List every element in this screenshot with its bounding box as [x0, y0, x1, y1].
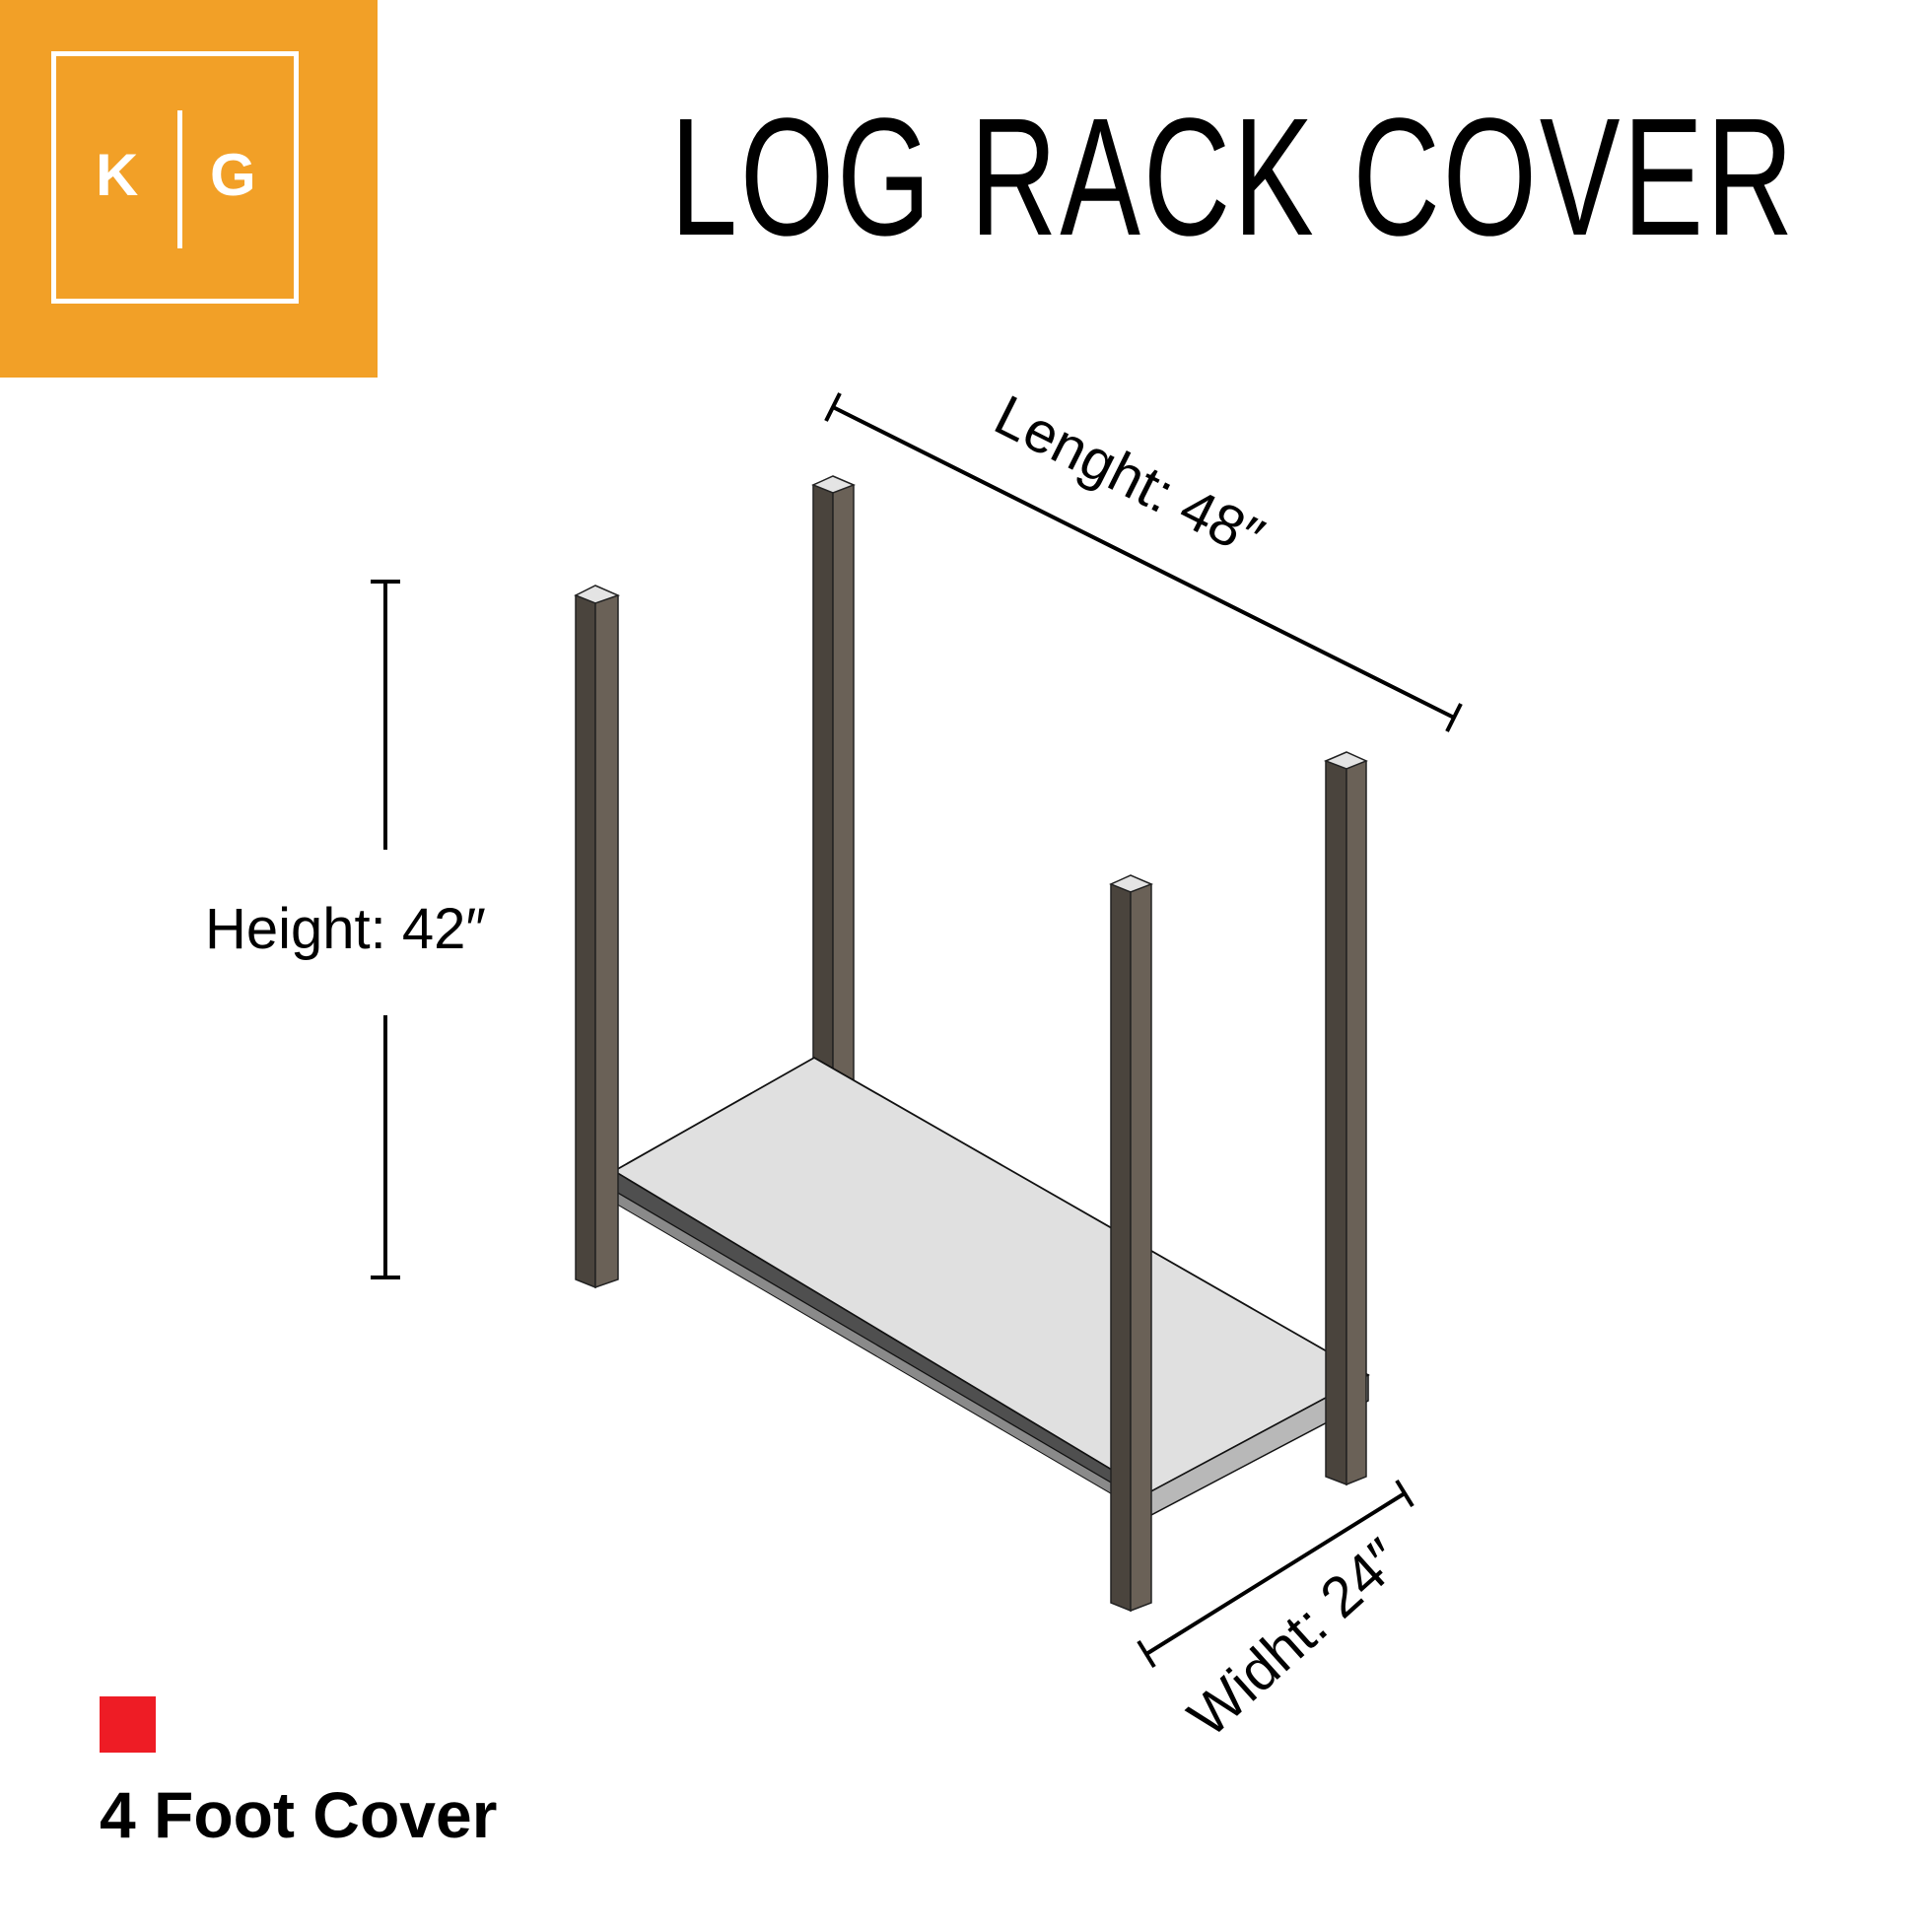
logo-letter-k: K — [96, 142, 139, 208]
legend-label: 4 Foot Cover — [100, 1778, 498, 1851]
post-back-left — [811, 475, 856, 1091]
post-back-right — [1324, 751, 1368, 1486]
shelf-top — [612, 1056, 1370, 1494]
width-dimension-line — [1137, 1479, 1414, 1669]
length-dimension-line — [824, 392, 1463, 732]
length-label: Lenght: 48″ — [985, 383, 1274, 571]
logo-letter-g: G — [210, 142, 256, 208]
logo-frame — [51, 51, 299, 304]
height-dimension-line — [371, 580, 400, 1279]
logo-divider — [177, 110, 182, 248]
legend-swatch — [100, 1696, 156, 1753]
post-front-right — [1109, 874, 1153, 1613]
post-front-left — [574, 585, 621, 1289]
height-label: Height: 42″ — [205, 897, 486, 961]
logo: K G — [0, 0, 378, 378]
